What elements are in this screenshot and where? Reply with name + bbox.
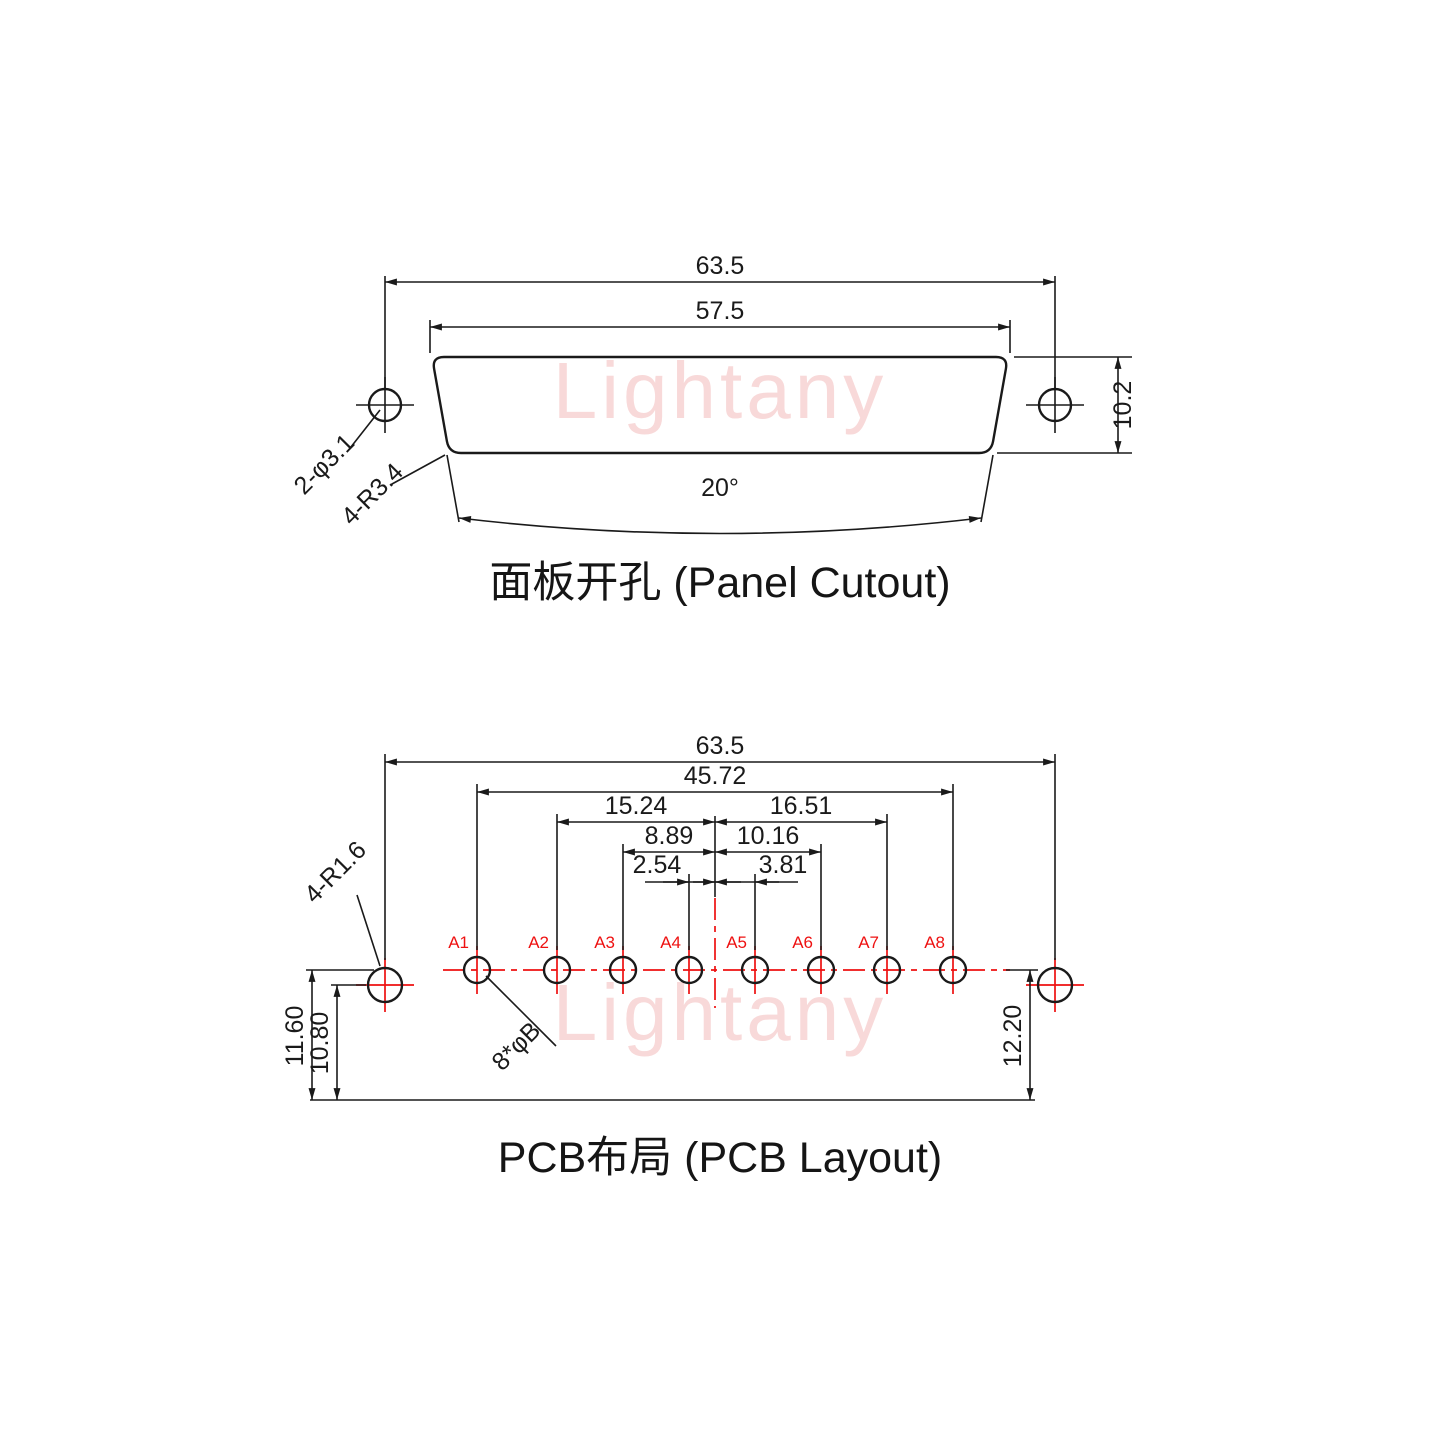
pcb-mounting-hole-right — [1036, 966, 1074, 1004]
pin-a8: A8 — [924, 933, 968, 985]
dim-label-row-to-edge: 10.80 — [306, 1012, 334, 1075]
panel-hole-crosshairs — [356, 377, 1084, 433]
pin-circle-a6 — [806, 955, 836, 985]
dim-label-height: 10.2 — [1109, 381, 1137, 430]
pcb-extension-lines — [306, 754, 1056, 986]
mount-hole-crosshairs — [356, 958, 1084, 1012]
leader-pin-diameter — [485, 975, 557, 1047]
watermark-text-bottom: Lightany — [553, 968, 887, 1057]
dim-label-width-outer: 63.5 — [696, 252, 745, 280]
dim-label-center-a5: 3.81 — [759, 851, 808, 879]
leader-corner-radius — [391, 454, 446, 485]
dim-label-pin-to-edge: 12.20 — [999, 1005, 1027, 1068]
pin-circle-a4 — [674, 955, 704, 985]
pcb-layout-view: A1 A2 A3 A4 A5 A6 A7 A8 — [281, 732, 1084, 1182]
pin-circle-a3 — [608, 955, 638, 985]
pin-a6: A6 — [792, 933, 836, 985]
pin-label-a3: A3 — [594, 933, 615, 952]
panel-extension-lines — [384, 276, 1132, 523]
angle-label: 20° — [701, 474, 739, 502]
pin-label-a7: A7 — [858, 933, 879, 952]
panel-cutout-title: 面板开孔 (Panel Cutout) — [489, 559, 950, 607]
angle-arc — [458, 515, 982, 535]
pin-a1: A1 — [448, 933, 492, 985]
pin-a5: A5 — [726, 933, 770, 985]
pin-a2: A2 — [528, 933, 572, 985]
pin-label-a2: A2 — [528, 933, 549, 952]
pin-crosshairs — [476, 946, 954, 994]
pin-diameter-label: 8*φB — [486, 1016, 546, 1076]
pin-circle-a7 — [872, 955, 902, 985]
dim-label-a2-center: 15.24 — [605, 792, 668, 820]
hole-spec-label: 2-φ3.1 — [289, 429, 361, 501]
leader-mount-radius — [356, 894, 381, 967]
pin-label-a6: A6 — [792, 933, 813, 952]
pin-a4: A4 — [660, 933, 704, 985]
pin-label-a4: A4 — [660, 933, 681, 952]
pin-circle-a1 — [462, 955, 492, 985]
dim-label-center-a7: 16.51 — [770, 792, 833, 820]
pcb-layout-title: PCB布局 (PCB Layout) — [498, 1134, 942, 1182]
watermark-text-top: Lightany — [553, 346, 887, 435]
dim-label-mount-span: 63.5 — [696, 732, 745, 760]
pin-label-a8: A8 — [924, 933, 945, 952]
dim-label-a3-center: 8.89 — [645, 822, 694, 850]
dim-label-mount-to-edge: 11.60 — [281, 1006, 309, 1067]
panel-cutout-shape — [432, 355, 1008, 455]
pin-a3: A3 — [594, 933, 638, 985]
dim-label-center-a6: 10.16 — [737, 822, 800, 850]
dim-label-pin-span: 45.72 — [684, 762, 747, 790]
pin-a7: A7 — [858, 933, 902, 985]
pcb-mounting-hole-left — [366, 966, 404, 1004]
dim-label-a4-center: 2.54 — [633, 851, 682, 879]
pin-label-a1: A1 — [448, 933, 469, 952]
dim-label-width-inner: 57.5 — [696, 297, 745, 325]
leader-hole-spec — [346, 409, 381, 453]
pin-circle-a2 — [542, 955, 572, 985]
pin-circle-a8 — [938, 955, 968, 985]
corner-radius-label: 4-R3.4 — [336, 458, 409, 531]
mount-radius-label: 4-R1.6 — [299, 836, 372, 909]
pin-label-a5: A5 — [726, 933, 747, 952]
pin-circle-a5 — [740, 955, 770, 985]
